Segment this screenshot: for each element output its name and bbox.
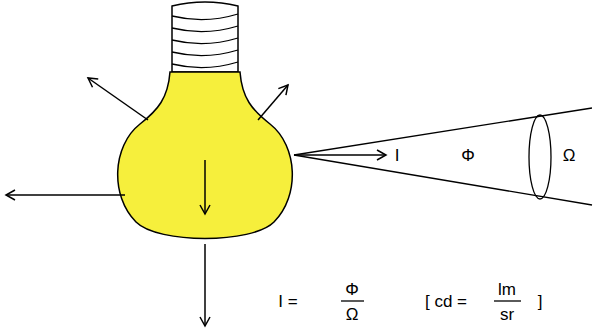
unit-numerator: lm	[498, 281, 516, 298]
unit-bracket: ]	[538, 293, 543, 310]
bulb-screw	[172, 2, 238, 72]
formula-numerator: Φ	[345, 281, 359, 298]
formula-left: I =	[278, 293, 297, 310]
bulb-glass	[118, 72, 293, 239]
intensity-symbol: I	[395, 147, 400, 164]
light-rays	[6, 78, 386, 326]
flux-symbol: Φ	[461, 147, 475, 164]
formula-denominator: Ω	[346, 306, 359, 323]
unit-denominator: sr	[500, 306, 514, 323]
solid-angle-symbol: Ω	[563, 147, 576, 164]
solid-angle-cone	[294, 108, 592, 205]
unit-left: [ cd =	[425, 293, 467, 310]
